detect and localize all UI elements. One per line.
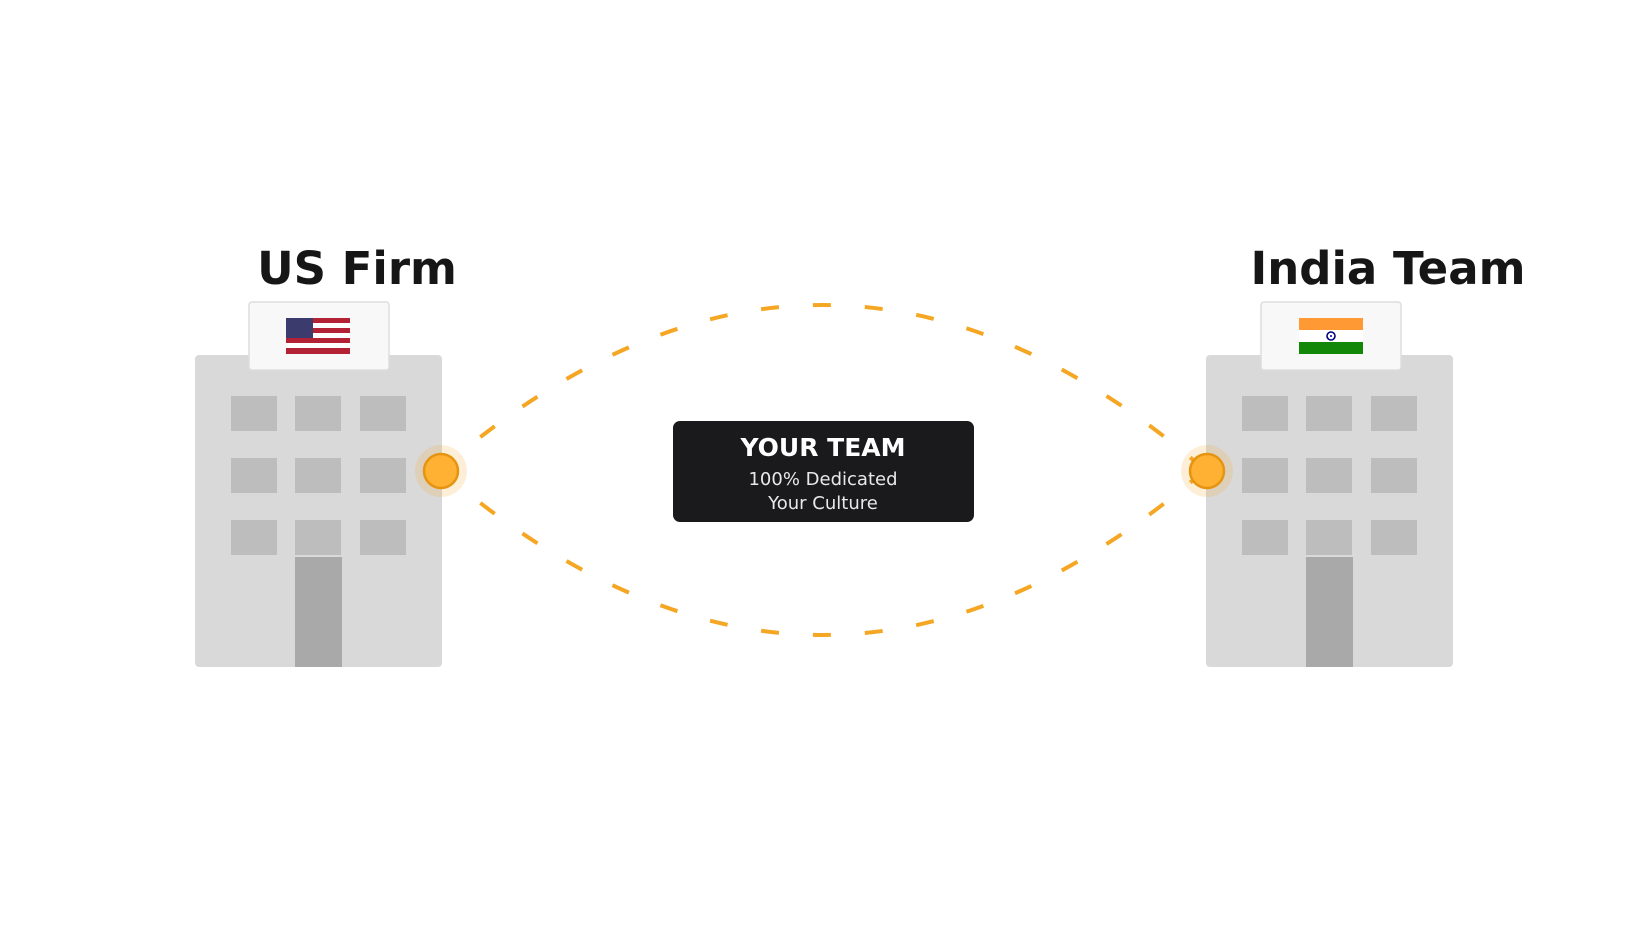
window <box>360 458 406 493</box>
building-body <box>1206 355 1453 667</box>
india-team-building: India Team <box>1206 242 1525 667</box>
india-connection-node <box>1181 445 1233 497</box>
india-flag-icon <box>1299 318 1363 354</box>
window <box>360 520 406 555</box>
us-firm-title: US Firm <box>257 242 457 295</box>
window <box>360 396 406 431</box>
us-firm-building: US Firm <box>195 242 457 667</box>
window <box>295 520 341 555</box>
window <box>295 396 341 431</box>
card-background <box>673 421 974 522</box>
window <box>231 520 277 555</box>
building-windows <box>1242 396 1417 555</box>
upper-connector-arc <box>438 303 1207 472</box>
window <box>1371 458 1417 493</box>
connector-arcs <box>438 303 1207 637</box>
window <box>1242 520 1288 555</box>
window <box>295 458 341 493</box>
window <box>1306 520 1352 555</box>
window <box>1242 458 1288 493</box>
building-windows <box>231 396 406 555</box>
building-door <box>295 557 342 667</box>
window <box>231 396 277 431</box>
window <box>1371 396 1417 431</box>
card-title: YOUR TEAM <box>739 433 905 462</box>
india-team-title: India Team <box>1251 242 1526 295</box>
window <box>1306 458 1352 493</box>
card-subtitle-culture: Your Culture <box>767 493 878 514</box>
window <box>1371 520 1417 555</box>
building-body <box>195 355 442 667</box>
lower-connector-arc <box>438 468 1207 637</box>
us-connection-node <box>415 445 467 497</box>
card-subtitle-dedicated: 100% Dedicated <box>748 469 897 490</box>
your-team-card: YOUR TEAM 100% Dedicated Your Culture <box>673 421 974 522</box>
window <box>1242 396 1288 431</box>
window <box>1306 396 1352 431</box>
building-door <box>1306 557 1353 667</box>
window <box>231 458 277 493</box>
us-flag-icon <box>286 318 350 354</box>
